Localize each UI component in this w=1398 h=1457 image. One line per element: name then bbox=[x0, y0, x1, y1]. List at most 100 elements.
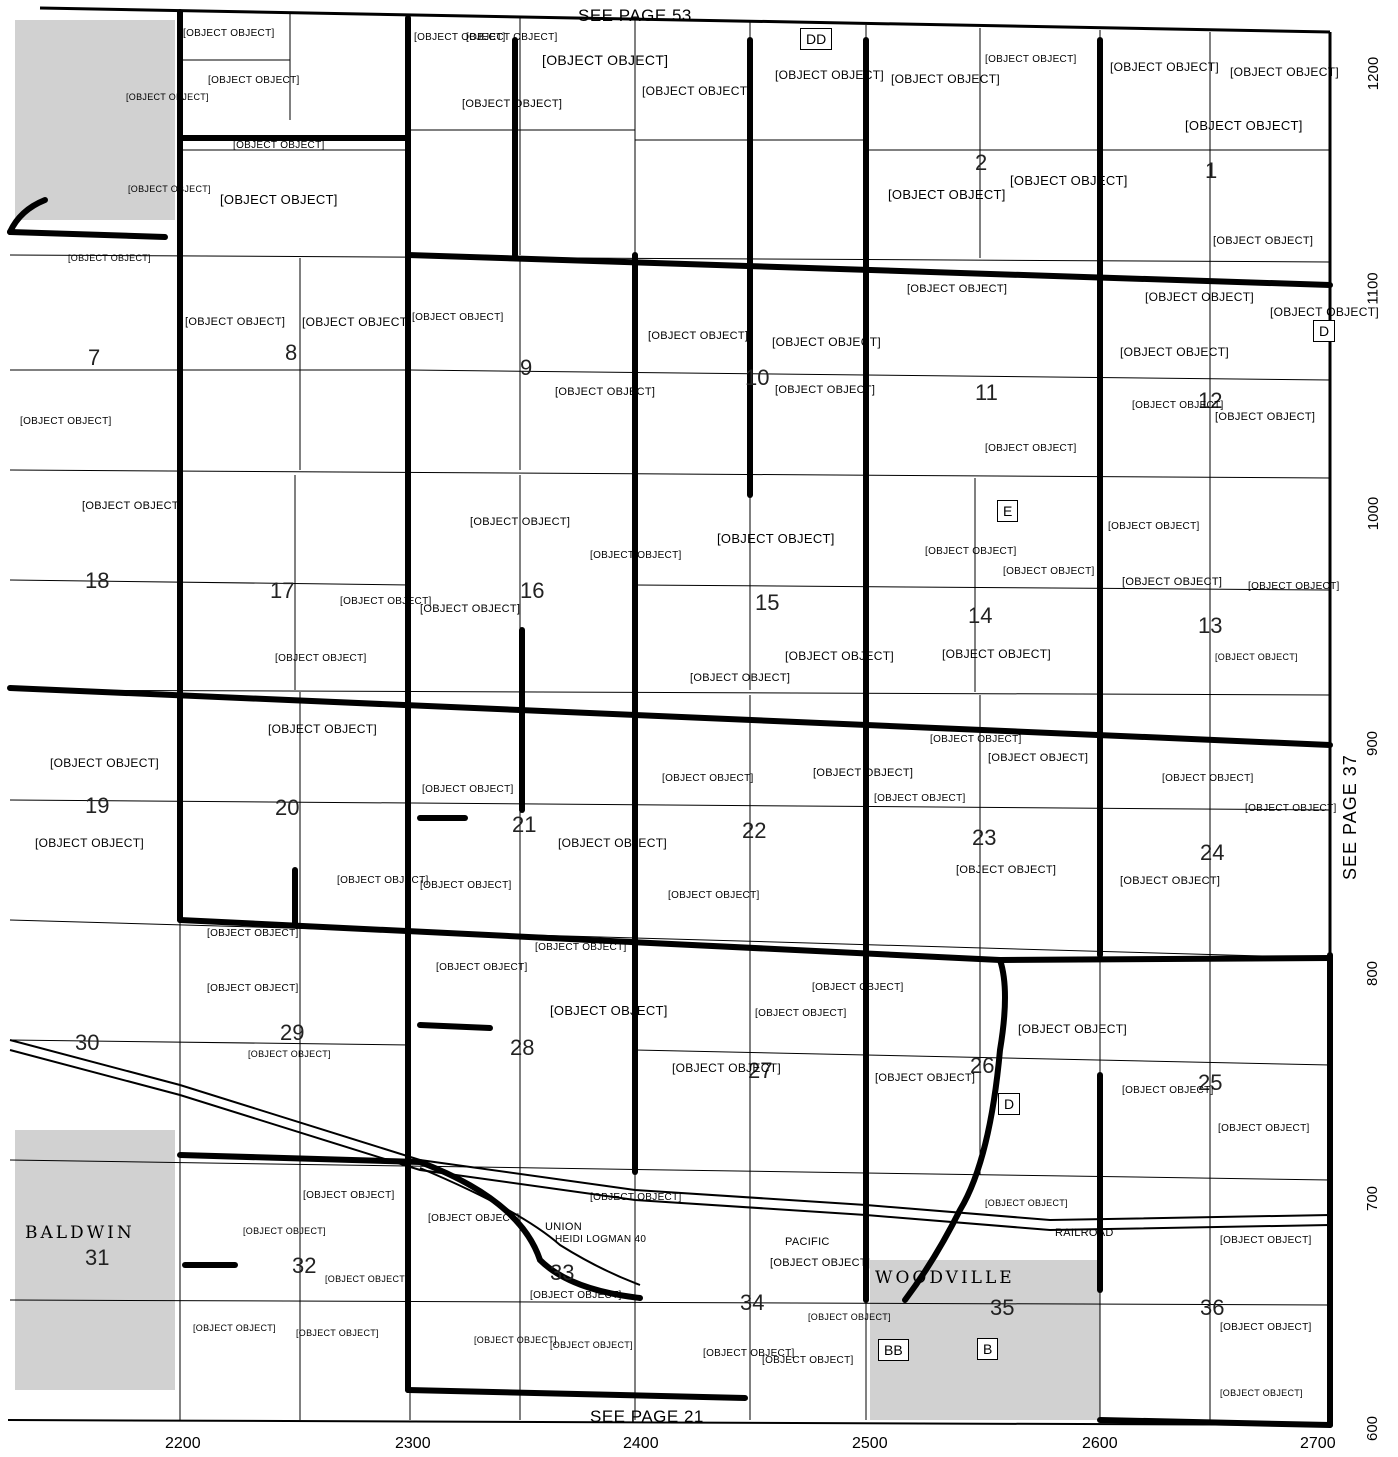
parcel-label[interactable]: [object Object] bbox=[1215, 652, 1298, 662]
parcel-label[interactable]: [object Object] bbox=[1120, 875, 1221, 887]
parcel-label[interactable]: [object Object] bbox=[555, 386, 656, 398]
parcel-label[interactable]: [object Object] bbox=[470, 516, 571, 528]
road-marker-d-south[interactable]: D bbox=[998, 1093, 1021, 1115]
parcel-label[interactable]: [object Object] bbox=[542, 52, 669, 68]
parcel-label[interactable]: [object Object] bbox=[35, 836, 144, 850]
parcel-label[interactable]: [object Object] bbox=[642, 84, 751, 98]
parcel-label[interactable]: [object Object] bbox=[1110, 60, 1219, 74]
parcel-label[interactable]: [object Object] bbox=[474, 1335, 557, 1345]
parcel-label[interactable]: [object Object] bbox=[248, 1049, 331, 1059]
parcel-label[interactable]: [object Object] bbox=[1213, 235, 1314, 247]
parcel-label[interactable]: [object Object] bbox=[1270, 305, 1379, 319]
road-marker-b[interactable]: B bbox=[977, 1338, 999, 1360]
parcel-label[interactable]: [object Object] bbox=[302, 315, 411, 329]
parcel-label[interactable]: [object Object] bbox=[1248, 581, 1340, 592]
parcel-label[interactable]: [object Object] bbox=[1218, 1123, 1310, 1134]
parcel-label[interactable]: [object Object] bbox=[550, 1003, 668, 1018]
parcel-label[interactable]: [object Object] bbox=[82, 500, 183, 512]
parcel-label[interactable]: [object Object] bbox=[1120, 345, 1229, 359]
parcel-label[interactable]: [object Object] bbox=[340, 596, 432, 607]
parcel-label[interactable]: [object Object] bbox=[956, 864, 1057, 876]
parcel-label[interactable]: [object Object] bbox=[183, 28, 275, 39]
parcel-label[interactable]: [object Object] bbox=[762, 1355, 854, 1366]
parcel-label[interactable]: [object Object] bbox=[942, 647, 1051, 661]
parcel-label[interactable]: [object Object] bbox=[128, 184, 211, 194]
parcel-label[interactable]: [object Object] bbox=[1220, 1388, 1303, 1398]
parcel-label[interactable]: [object Object] bbox=[985, 54, 1077, 65]
parcel-label[interactable]: [object Object] bbox=[590, 1192, 682, 1203]
parcel-label[interactable]: [object Object] bbox=[930, 734, 1022, 745]
parcel-label[interactable]: [object Object] bbox=[770, 1257, 871, 1269]
parcel-label[interactable]: [object Object] bbox=[550, 1340, 633, 1350]
parcel-label[interactable]: [object Object] bbox=[20, 416, 112, 427]
top-page-ref[interactable]: SEE PAGE 53 bbox=[578, 6, 692, 25]
parcel-label[interactable]: [object Object] bbox=[888, 187, 1006, 202]
parcel-label[interactable]: [object Object] bbox=[891, 72, 1000, 86]
bottom-page-ref[interactable]: SEE PAGE 21 bbox=[590, 1407, 704, 1426]
parcel-label[interactable]: [object Object] bbox=[428, 1213, 520, 1224]
parcel-label[interactable]: [object Object] bbox=[268, 722, 377, 736]
road-marker-bb[interactable]: BB bbox=[878, 1339, 909, 1361]
parcel-label[interactable]: [object Object] bbox=[717, 531, 835, 546]
parcel-label[interactable]: [object Object] bbox=[1162, 773, 1254, 784]
parcel-label[interactable]: [object Object] bbox=[275, 653, 367, 664]
parcel-label[interactable]: [object Object] bbox=[1132, 400, 1224, 411]
parcel-label[interactable]: [object Object] bbox=[422, 784, 514, 795]
parcel-label[interactable]: [object Object] bbox=[985, 443, 1077, 454]
parcel-label[interactable]: [object Object] bbox=[925, 546, 1017, 557]
parcel-label[interactable]: [object Object] bbox=[412, 312, 504, 323]
parcel-label[interactable]: [object Object] bbox=[1108, 521, 1200, 532]
parcel-label[interactable]: [object Object] bbox=[68, 253, 151, 263]
road-marker-e[interactable]: E bbox=[997, 500, 1019, 522]
parcel-label[interactable]: [object Object] bbox=[1220, 1322, 1312, 1333]
parcel-label[interactable]: [object Object] bbox=[1122, 1085, 1214, 1096]
parcel-label[interactable]: [object Object] bbox=[1018, 1022, 1127, 1036]
parcel-label[interactable]: [object Object] bbox=[874, 793, 966, 804]
parcel-label[interactable]: [object Object] bbox=[775, 68, 884, 82]
parcel-label[interactable]: [object Object] bbox=[785, 649, 894, 663]
parcel-label[interactable]: [object Object] bbox=[207, 983, 299, 994]
town-baldwin[interactable]: BALDWIN bbox=[25, 1223, 135, 1243]
parcel-label[interactable]: [object Object] bbox=[755, 1008, 847, 1019]
parcel-label[interactable]: [object Object] bbox=[1230, 65, 1339, 79]
parcel-label[interactable]: [object Object] bbox=[808, 1312, 891, 1322]
parcel-label[interactable]: [object Object] bbox=[648, 330, 749, 342]
parcel-label[interactable]: [object Object] bbox=[208, 75, 300, 86]
parcel-label[interactable]: [object Object] bbox=[1010, 173, 1128, 188]
road-marker-dd[interactable]: DD bbox=[800, 28, 833, 50]
road-marker-d-north[interactable]: D bbox=[1313, 320, 1336, 342]
parcel-label[interactable]: [object Object] bbox=[812, 982, 904, 993]
parcel-label[interactable]: [object Object] bbox=[436, 962, 528, 973]
parcel-label[interactable]: [object Object] bbox=[420, 880, 512, 891]
town-woodville[interactable]: WOODVILLE bbox=[875, 1268, 1015, 1288]
parcel-label[interactable]: [object Object] bbox=[185, 316, 286, 328]
parcel-label[interactable]: [object Object] bbox=[1220, 1235, 1312, 1246]
parcel-label[interactable]: [object Object] bbox=[296, 1328, 379, 1338]
parcel-label[interactable]: [object Object] bbox=[193, 1323, 276, 1333]
parcel-label[interactable]: [object Object] bbox=[813, 767, 914, 779]
parcel-label[interactable]: [object Object] bbox=[558, 836, 667, 850]
parcel-label[interactable]: [object Object] bbox=[420, 603, 521, 615]
parcel-label[interactable]: [object Object] bbox=[303, 1190, 395, 1201]
parcel-label[interactable]: [object Object] bbox=[672, 1061, 781, 1075]
parcel-label[interactable]: [object Object] bbox=[772, 335, 881, 349]
parcel-label[interactable]: [object Object] bbox=[233, 140, 325, 151]
parcel-label[interactable]: [object Object] bbox=[50, 756, 159, 770]
parcel-label[interactable]: [object Object] bbox=[907, 283, 1008, 295]
parcel-label[interactable]: [object Object] bbox=[530, 1290, 622, 1301]
parcel-label[interactable]: [object Object] bbox=[875, 1072, 976, 1084]
parcel-label[interactable]: [object Object] bbox=[1215, 411, 1316, 423]
parcel-label[interactable]: [object Object] bbox=[1245, 803, 1337, 814]
parcel-label[interactable]: [object Object] bbox=[243, 1226, 326, 1236]
parcel-label[interactable]: [object Object] bbox=[220, 192, 338, 207]
parcel-label[interactable]: [object Object] bbox=[690, 672, 791, 684]
parcel-label[interactable]: [object Object] bbox=[337, 875, 429, 886]
parcel-label[interactable]: [object Object] bbox=[985, 1198, 1068, 1208]
parcel-label[interactable]: [object Object] bbox=[462, 98, 563, 110]
parcel-label[interactable]: [object Object] bbox=[775, 384, 876, 396]
parcel-label[interactable]: [object Object] bbox=[668, 890, 760, 901]
parcel-label[interactable]: [object Object] bbox=[414, 32, 506, 43]
right-page-ref[interactable]: SEE PAGE 37 bbox=[1340, 754, 1360, 880]
parcel-label[interactable]: [object Object] bbox=[1185, 118, 1303, 133]
parcel-label[interactable]: [object Object] bbox=[1145, 290, 1254, 304]
